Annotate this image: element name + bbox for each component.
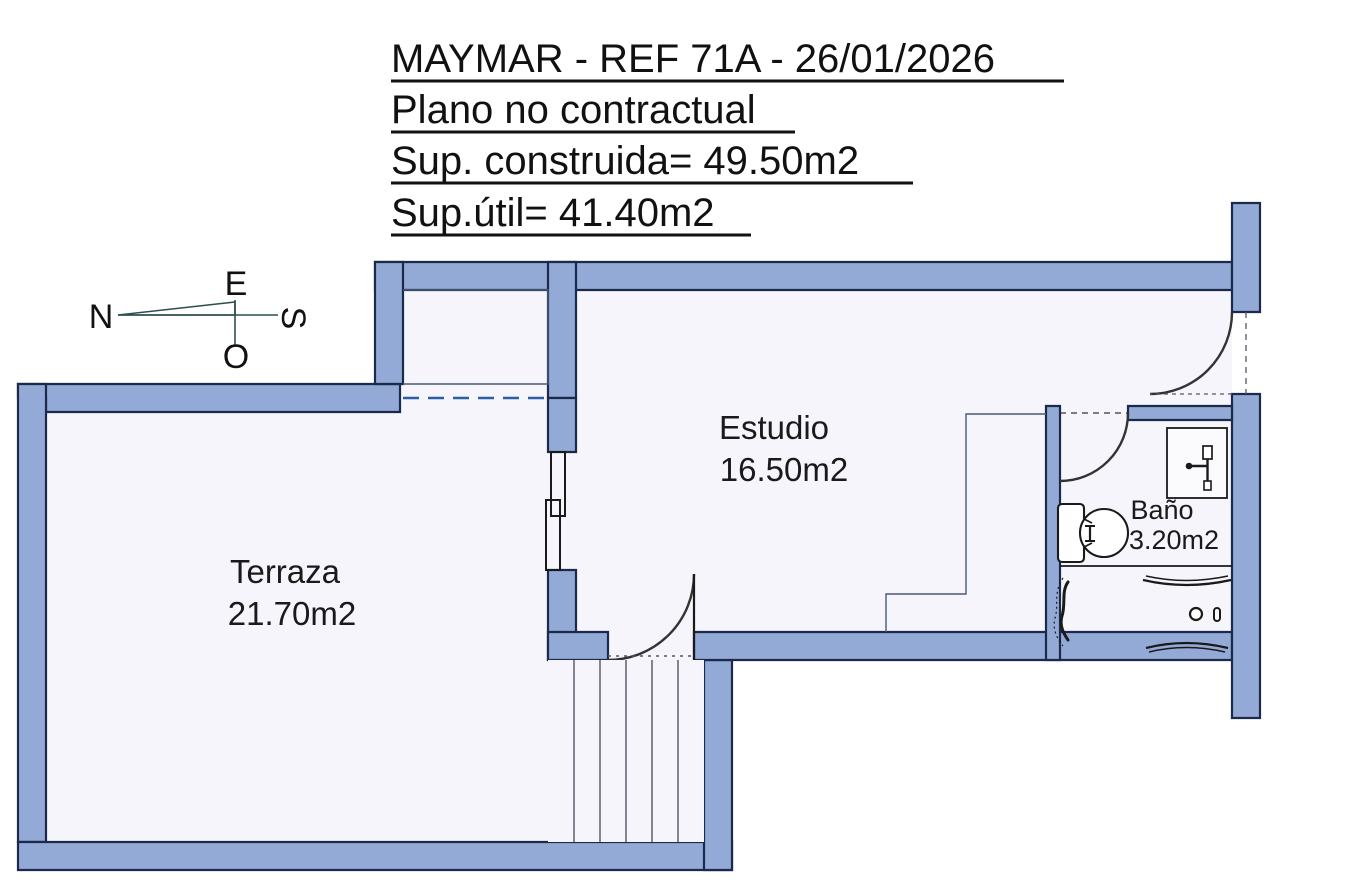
shower-drain-icon — [1188, 606, 1204, 622]
compass-label-o: O — [223, 338, 249, 376]
shower-grabbar-top — [1142, 578, 1232, 587]
shower-valve-icon — [1213, 607, 1221, 622]
bathroom-door — [1059, 412, 1130, 483]
bano-label-name: Baño — [1130, 495, 1193, 525]
window-pane-inner — [545, 499, 561, 571]
terraza-label-area: 21.70m2 — [228, 595, 356, 632]
terrace-door — [607, 573, 696, 662]
compass-needle — [117, 301, 236, 316]
title-block: MAYMAR - REF 71A - 26/01/2026 Plano no c… — [391, 37, 1064, 237]
wall-bano-top — [1126, 404, 1234, 422]
wall-estudio-bottom-left — [546, 630, 610, 662]
wall-estudio-top — [373, 260, 1234, 292]
wall-terraza-top — [16, 382, 402, 414]
title-line-1: MAYMAR - REF 71A - 26/01/2026 — [391, 37, 995, 81]
wall-right-exterior-lower — [1230, 392, 1262, 720]
wall-terraza-bottom — [16, 840, 734, 872]
room-labels: Terraza 21.70m2 Estudio 16.50m2 Baño 3.2… — [228, 409, 1219, 632]
entry-door-right — [1149, 311, 1247, 396]
title-line-3: Sup. construida= 49.50m2 — [391, 139, 859, 183]
window-pane-outer — [550, 451, 566, 517]
bathroom-door-swing-arc — [1059, 412, 1130, 483]
staircase — [548, 660, 704, 842]
wall-closet-partition — [546, 260, 578, 400]
shower-grabbar-bottom-2 — [1148, 646, 1226, 653]
wall-divider-upper — [546, 396, 578, 454]
closet-alcove-outline — [403, 289, 549, 385]
interior-outlines — [403, 289, 1046, 632]
bano-label-area: 3.20m2 — [1129, 525, 1219, 555]
wall-bano-left — [1044, 404, 1062, 662]
compass-label-s: S — [274, 307, 312, 330]
wall-right-exterior-upper — [1230, 201, 1262, 314]
title-line-4: Sup.útil= 41.40m2 — [391, 191, 715, 235]
shower-grabbar-top-2 — [1145, 575, 1229, 582]
estudio-label-area: 16.50m2 — [720, 451, 848, 488]
estudio-recess-outline — [885, 413, 1046, 632]
shower-grabbar-bottom — [1145, 641, 1229, 650]
wall-terraza-left — [16, 382, 48, 844]
wall-terraza-right — [702, 658, 734, 872]
sliding-window — [545, 451, 566, 571]
terraza-label-name: Terraza — [230, 553, 341, 590]
entry-door-swing-arc — [1149, 311, 1234, 396]
toilet-bowl — [1078, 507, 1130, 559]
sink-faucet-icon — [1185, 445, 1213, 491]
shower-hose-icon — [1059, 580, 1070, 642]
wall-estudio-left-upper — [373, 260, 405, 386]
compass-label-n: N — [89, 298, 114, 336]
bathroom-fixtures — [1053, 427, 1232, 653]
compass-rose: N E S O — [89, 265, 312, 376]
estudio-label-name: Estudio — [719, 409, 829, 446]
walls — [16, 201, 1262, 872]
terrace-door-swing-arc — [607, 573, 696, 662]
shower-hose-outline — [1053, 577, 1064, 647]
title-line-2: Plano no contractual — [391, 88, 756, 132]
sink-basin — [1166, 427, 1228, 499]
toilet-icon — [1056, 502, 1130, 564]
compass-label-e: E — [225, 265, 248, 303]
